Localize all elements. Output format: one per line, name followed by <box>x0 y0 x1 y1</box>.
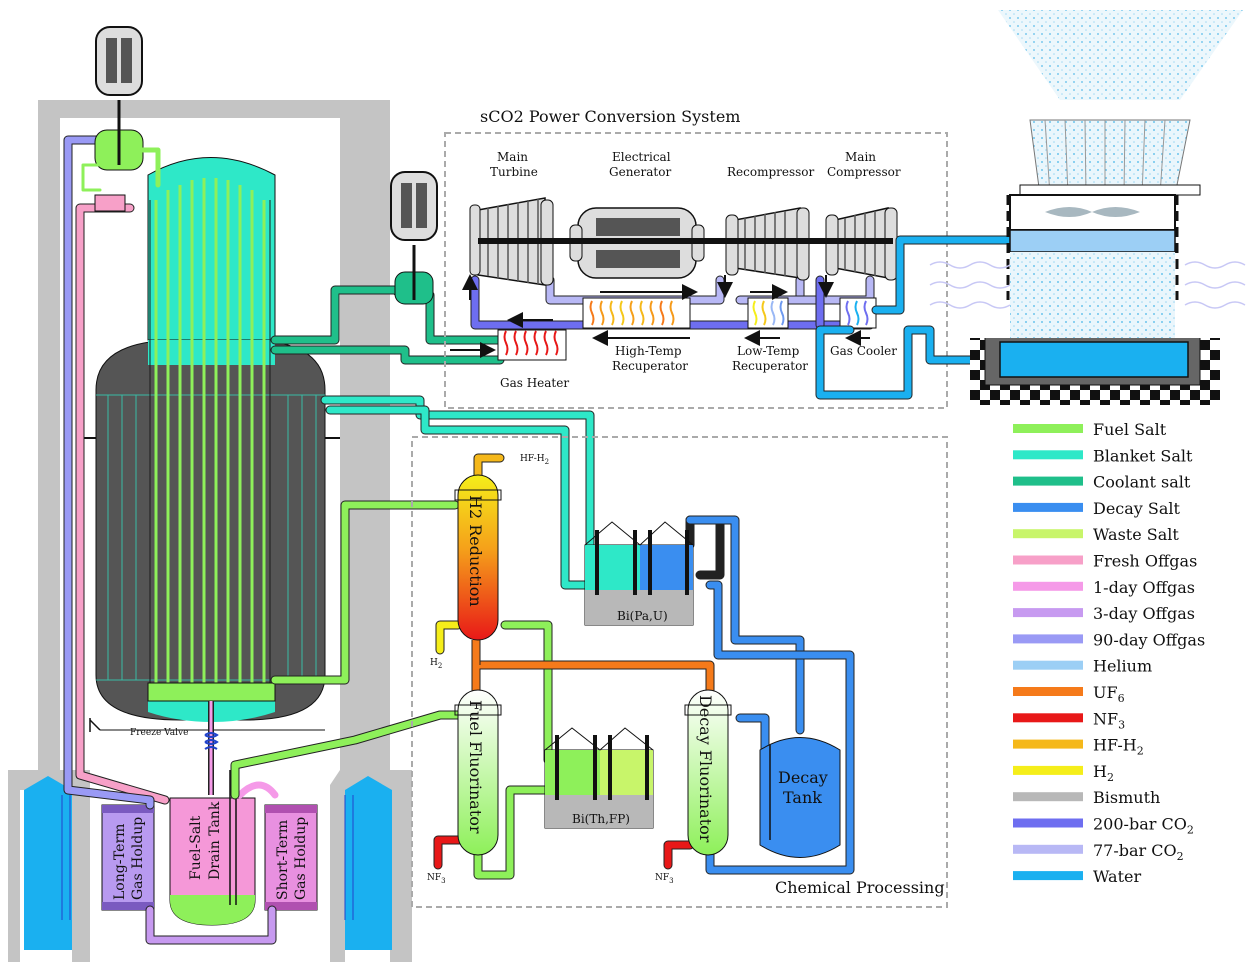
main-turbine-label-2: Turbine <box>490 165 538 179</box>
nf3-b-label: NF3 <box>655 873 674 885</box>
cooling-tower <box>930 10 1245 405</box>
pump-motor-left <box>96 27 142 95</box>
legend-swatch-1 <box>1013 450 1083 459</box>
legend-label-13: H2 <box>1093 762 1114 784</box>
decay-tank: Decay Tank <box>760 738 840 858</box>
gas-cooler <box>840 298 876 328</box>
legend-label-14: Bismuth <box>1093 788 1160 807</box>
recompressor-label: Recompressor <box>727 165 815 179</box>
main-turbine-label-1: Main <box>497 150 528 164</box>
legend-label-12: HF-H2 <box>1093 736 1144 758</box>
lt-recup-label-2: Recuperator <box>732 359 808 373</box>
pump-motor-coolant <box>391 172 437 240</box>
drain-tank-label-2: Drain Tank <box>207 801 223 880</box>
legend-swatch-16 <box>1013 845 1083 854</box>
water-shielding-left <box>24 776 72 950</box>
short-term-gas-holdup: Short-Term Gas Holdup <box>265 805 317 910</box>
freeze-valve-label: Freeze Valve <box>130 728 188 738</box>
hf-h2-out-label: HF-H2 <box>520 454 549 466</box>
legend-label-0: Fuel Salt <box>1093 420 1167 439</box>
short-term-label-1: Short-Term <box>275 820 291 900</box>
legend-label-4: Waste Salt <box>1093 525 1179 544</box>
generator-label-1: Electrical <box>612 150 671 164</box>
legend-label-9: Helium <box>1093 657 1152 676</box>
legend-swatch-2 <box>1013 477 1083 486</box>
fuel-fluorinator: Fuel Fluorinator <box>455 690 501 855</box>
main-compressor-label-1: Main <box>845 150 876 164</box>
lt-recup-label-1: Low-Temp <box>737 344 800 358</box>
nf3-a-label: NF3 <box>427 873 446 885</box>
legend-label-2: Coolant salt <box>1093 473 1191 492</box>
ht-recup-label-2: Recuperator <box>612 359 688 373</box>
long-term-gas-holdup: Long-Term Gas Holdup <box>102 805 154 910</box>
low-temp-recuperator <box>748 298 788 328</box>
legend-label-11: NF3 <box>1093 709 1125 731</box>
legend-swatch-0 <box>1013 424 1083 433</box>
gas-cooler-label: Gas Cooler <box>830 344 897 358</box>
legend-label-1: Blanket Salt <box>1093 446 1193 465</box>
legend-swatch-6 <box>1013 582 1083 591</box>
decay-tank-label-2: Tank <box>783 788 822 807</box>
water-shielding-right <box>345 776 392 950</box>
legend-swatch-7 <box>1013 608 1083 617</box>
legend-swatch-14 <box>1013 792 1083 801</box>
chem-title: Chemical Processing <box>775 878 945 897</box>
legend-swatch-5 <box>1013 556 1083 565</box>
legend-swatch-8 <box>1013 634 1083 643</box>
fuel-fluorinator-label: Fuel Fluorinator <box>466 700 485 834</box>
legend-swatch-4 <box>1013 529 1083 538</box>
legend-label-3: Decay Salt <box>1093 499 1181 518</box>
decay-fluorinator-label: Decay Fluorinator <box>696 695 715 843</box>
uf6-lines <box>476 640 710 690</box>
h2-in-label: H2 <box>430 658 442 670</box>
short-term-label-2: Gas Holdup <box>293 817 309 900</box>
decay-tank-label-1: Decay <box>778 768 828 787</box>
gas-heater-label: Gas Heater <box>500 376 569 390</box>
drain-tank-label-1: Fuel-Salt <box>188 815 204 880</box>
power-title: sCO2 Power Conversion System <box>480 107 740 126</box>
legend-swatch-10 <box>1013 687 1083 696</box>
legend-label-8: 90-day Offgas <box>1093 630 1205 649</box>
legend-swatch-12 <box>1013 740 1083 749</box>
bi-pa-u-label: Bi(Pa,U) <box>617 609 668 623</box>
long-term-label-2: Gas Holdup <box>130 817 146 900</box>
h2-reduction-column: H2 Reduction <box>455 475 501 640</box>
drive-shaft <box>478 238 893 244</box>
legend-swatch-9 <box>1013 661 1083 670</box>
legend-swatch-15 <box>1013 819 1083 828</box>
h2-reduction-label: H2 Reduction <box>466 495 485 607</box>
legend-label-6: 1-day Offgas <box>1093 578 1195 597</box>
legend-label-17: Water <box>1093 867 1141 886</box>
main-compressor-label-2: Compressor <box>827 165 901 179</box>
legend-label-7: 3-day Offgas <box>1093 604 1195 623</box>
bi-pa-u-contactor: Bi(Pa,U) <box>585 522 693 625</box>
bi-th-fp-contactor: Bi(Th,FP) <box>545 728 653 828</box>
decay-fluorinator: Decay Fluorinator <box>685 690 731 855</box>
legend-swatch-3 <box>1013 503 1083 512</box>
gas-heater <box>498 330 566 360</box>
ht-recup-label-1: High-Temp <box>615 344 682 358</box>
reactor-vessel <box>80 158 340 733</box>
high-temp-recuperator <box>583 298 690 328</box>
generator-label-2: Generator <box>609 165 671 179</box>
legend-label-5: Fresh Offgas <box>1093 552 1197 571</box>
long-term-label-1: Long-Term <box>112 824 128 900</box>
legend-swatch-17 <box>1013 871 1083 880</box>
legend-swatch-13 <box>1013 766 1083 775</box>
legend-label-10: UF6 <box>1093 683 1125 705</box>
bi-th-fp-label: Bi(Th,FP) <box>572 812 630 826</box>
legend-swatch-11 <box>1013 713 1083 722</box>
legend-label-15: 200-bar CO2 <box>1093 815 1194 837</box>
legend-label-16: 77-bar CO2 <box>1093 841 1184 863</box>
